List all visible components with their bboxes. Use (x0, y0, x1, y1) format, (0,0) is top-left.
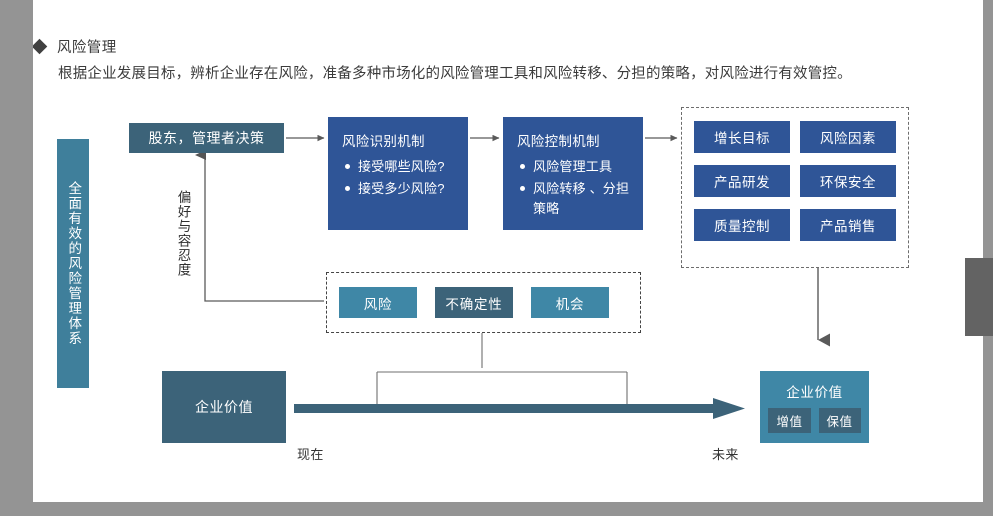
value-tag-preservation[interactable]: 保值 (818, 408, 861, 433)
list-item: 风险转移 、分担策略 (520, 179, 635, 219)
page-title: 风险管理 (57, 40, 117, 56)
value-tag-appreciation[interactable]: 增值 (768, 408, 811, 433)
objectives-grid: 增长目标 风险因素 产品研发 环保安全 质量控制 产品销售 (694, 121, 896, 241)
risk-identification-box[interactable]: 风险识别机制 接受哪些风险? 接受多少风险? (328, 117, 468, 230)
objective-cell[interactable]: 风险因素 (800, 121, 896, 153)
risk-control-list: 风险管理工具 风险转移 、分担策略 (503, 157, 643, 219)
objective-cell[interactable]: 产品销售 (800, 209, 896, 241)
scrollbar-thumb[interactable] (965, 258, 993, 336)
timeline-label-now: 现在 (297, 447, 324, 462)
timeline-arrow (294, 398, 745, 419)
enterprise-value-future-tags: 增值 保值 (768, 408, 861, 433)
objective-cell[interactable]: 产品研发 (694, 165, 790, 197)
slide-canvas: 风险管理 根据企业发展目标，辨析企业存在风险，准备多种市场化的风险管理工具和风险… (33, 0, 983, 502)
objective-cell[interactable]: 环保安全 (800, 165, 896, 197)
objective-cell[interactable]: 增长目标 (694, 121, 790, 153)
enterprise-value-future-box[interactable]: 企业价值 增值 保值 (760, 371, 869, 443)
list-item: 接受哪些风险? (345, 157, 460, 177)
risk-uncertainty-opportunity-group: 风险 不确定性 机会 (326, 272, 641, 333)
middle-cells: 风险 不确定性 机会 (339, 287, 609, 318)
page-subtitle: 根据企业发展目标，辨析企业存在风险，准备多种市场化的风险管理工具和风险转移、分担… (58, 66, 852, 82)
list-item: 接受多少风险? (345, 179, 460, 199)
middle-cell-risk[interactable]: 风险 (339, 287, 417, 318)
objective-cell[interactable]: 质量控制 (694, 209, 790, 241)
risk-control-box[interactable]: 风险控制机制 风险管理工具 风险转移 、分担策略 (503, 117, 643, 230)
risk-identification-title: 风险识别机制 (342, 134, 425, 149)
middle-cell-uncertainty[interactable]: 不确定性 (435, 287, 513, 318)
objectives-group: 增长目标 风险因素 产品研发 环保安全 质量控制 产品销售 (681, 107, 909, 268)
middle-cell-opportunity[interactable]: 机会 (531, 287, 609, 318)
header: 风险管理 根据企业发展目标，辨析企业存在风险，准备多种市场化的风险管理工具和风险… (33, 36, 963, 84)
timeline-label-future: 未来 (712, 447, 739, 462)
risk-control-title: 风险控制机制 (517, 134, 600, 149)
preference-tolerance-label: 偏好与容忍度 (175, 190, 191, 277)
side-banner: 全面有效的风险管理体系 (57, 139, 89, 388)
risk-identification-list: 接受哪些风险? 接受多少风险? (328, 157, 468, 199)
decision-box[interactable]: 股东，管理者决策 (129, 123, 284, 153)
enterprise-value-now-box[interactable]: 企业价值 (162, 371, 286, 443)
list-item: 风险管理工具 (520, 157, 635, 177)
diamond-icon (33, 38, 48, 55)
enterprise-value-future-title: 企业价值 (786, 385, 843, 400)
header-title-row: 风险管理 (33, 36, 963, 57)
